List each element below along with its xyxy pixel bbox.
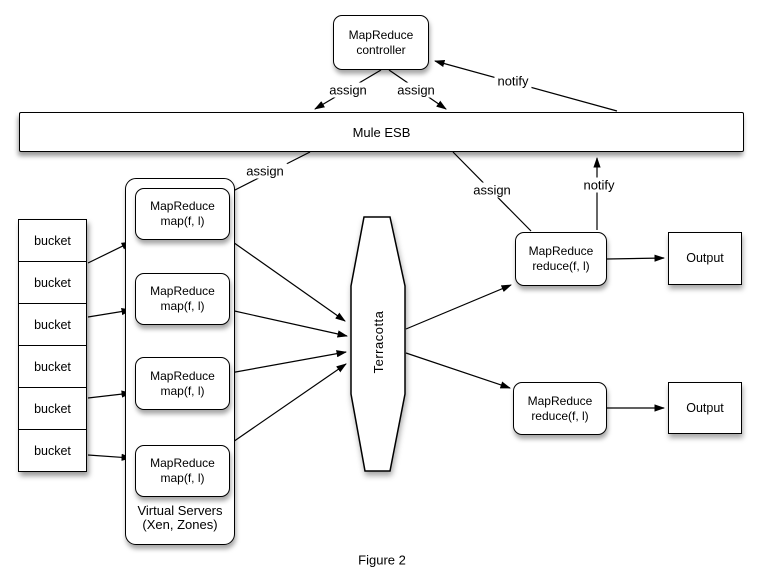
output-node-2: Output — [668, 382, 742, 434]
bucket-label: bucket — [34, 443, 71, 458]
edge-map2-terracotta — [229, 309, 348, 338]
mapreduce-controller-node: MapReduce controller — [333, 15, 429, 70]
assign-label-controller-right: assign — [394, 82, 438, 98]
reduce1-label-line1: MapReduce — [528, 244, 594, 258]
bucket-stack: bucket bucket bucket bucket bucket bucke… — [18, 219, 87, 472]
edge-bucket1-map1 — [87, 241, 132, 264]
map3-label-line2: map(f, l) — [160, 383, 205, 398]
mapreduce-reduce-node-1: MapReduce reduce(f, l) — [515, 232, 607, 286]
notify-label-reduce: notify — [580, 177, 618, 193]
mule-esb-node: Mule ESB — [19, 112, 744, 152]
controller-label-line1: MapReduce — [348, 27, 414, 42]
bucket-node: bucket — [19, 429, 86, 471]
map3-label-line1: MapReduce — [150, 368, 215, 383]
virtual-servers-label-line2: (Xen, Zones) — [142, 517, 218, 532]
mapreduce-map-node-2: MapReduce map(f, l) — [135, 273, 230, 325]
controller-label-line2: controller — [356, 42, 406, 57]
bucket-label: bucket — [34, 233, 71, 248]
map2-label-line2: map(f, l) — [160, 299, 205, 313]
bucket-label: bucket — [34, 275, 71, 290]
map4-label-line2: map(f, l) — [160, 471, 205, 485]
bucket-label: bucket — [34, 359, 71, 374]
edge-terracotta-reduce1 — [405, 284, 512, 330]
edge-map4-terracotta — [229, 363, 347, 445]
virtual-servers-label-line1: Virtual Servers — [137, 503, 223, 518]
edge-terracotta-reduce2 — [405, 352, 511, 389]
edge-map1-terracotta — [229, 239, 346, 322]
terracotta-label: Terracotta — [368, 292, 388, 392]
map1-label-line2: map(f, l) — [160, 214, 205, 228]
bucket-node: bucket — [19, 303, 86, 345]
assign-label-reduce: assign — [470, 182, 514, 198]
map2-label-line1: MapReduce — [150, 284, 215, 298]
bucket-node: bucket — [19, 345, 86, 387]
assign-label-virtual-servers: assign — [243, 163, 287, 179]
reduce1-label-line2: reduce(f, l) — [532, 259, 590, 273]
reduce2-label-line1: MapReduce — [527, 393, 593, 408]
map1-label-line1: MapReduce — [150, 199, 215, 213]
edge-bucket4-map4 — [87, 453, 132, 461]
edge-bucket2-map2 — [87, 307, 132, 318]
mapreduce-reduce-node-2: MapReduce reduce(f, l) — [513, 382, 607, 435]
mapreduce-map-node-4: MapReduce map(f, l) — [135, 445, 230, 497]
mule-esb-label: Mule ESB — [352, 124, 411, 140]
output-node-1: Output — [668, 232, 742, 285]
mapreduce-map-node-1: MapReduce map(f, l) — [135, 188, 230, 240]
bucket-label: bucket — [34, 317, 71, 332]
edge-reduce1-output1 — [606, 254, 665, 262]
edge-bucket3-map3 — [87, 390, 132, 399]
bucket-node: bucket — [19, 261, 86, 303]
edge-map3-terracotta — [229, 350, 347, 374]
notify-label-top: notify — [494, 73, 532, 89]
terracotta-label-text: Terracotta — [370, 310, 386, 374]
mapreduce-map-node-3: MapReduce map(f, l) — [135, 357, 230, 410]
reduce2-label-line2: reduce(f, l) — [531, 408, 589, 423]
bucket-label: bucket — [34, 401, 71, 416]
output1-label: Output — [686, 251, 724, 265]
terracotta-shape — [350, 216, 406, 472]
bucket-node: bucket — [19, 387, 86, 429]
figure-caption: Figure 2 — [358, 552, 406, 568]
assign-label-controller-left: assign — [326, 82, 370, 98]
map4-label-line1: MapReduce — [150, 456, 215, 470]
bucket-node: bucket — [19, 220, 86, 261]
output2-label: Output — [686, 400, 724, 415]
